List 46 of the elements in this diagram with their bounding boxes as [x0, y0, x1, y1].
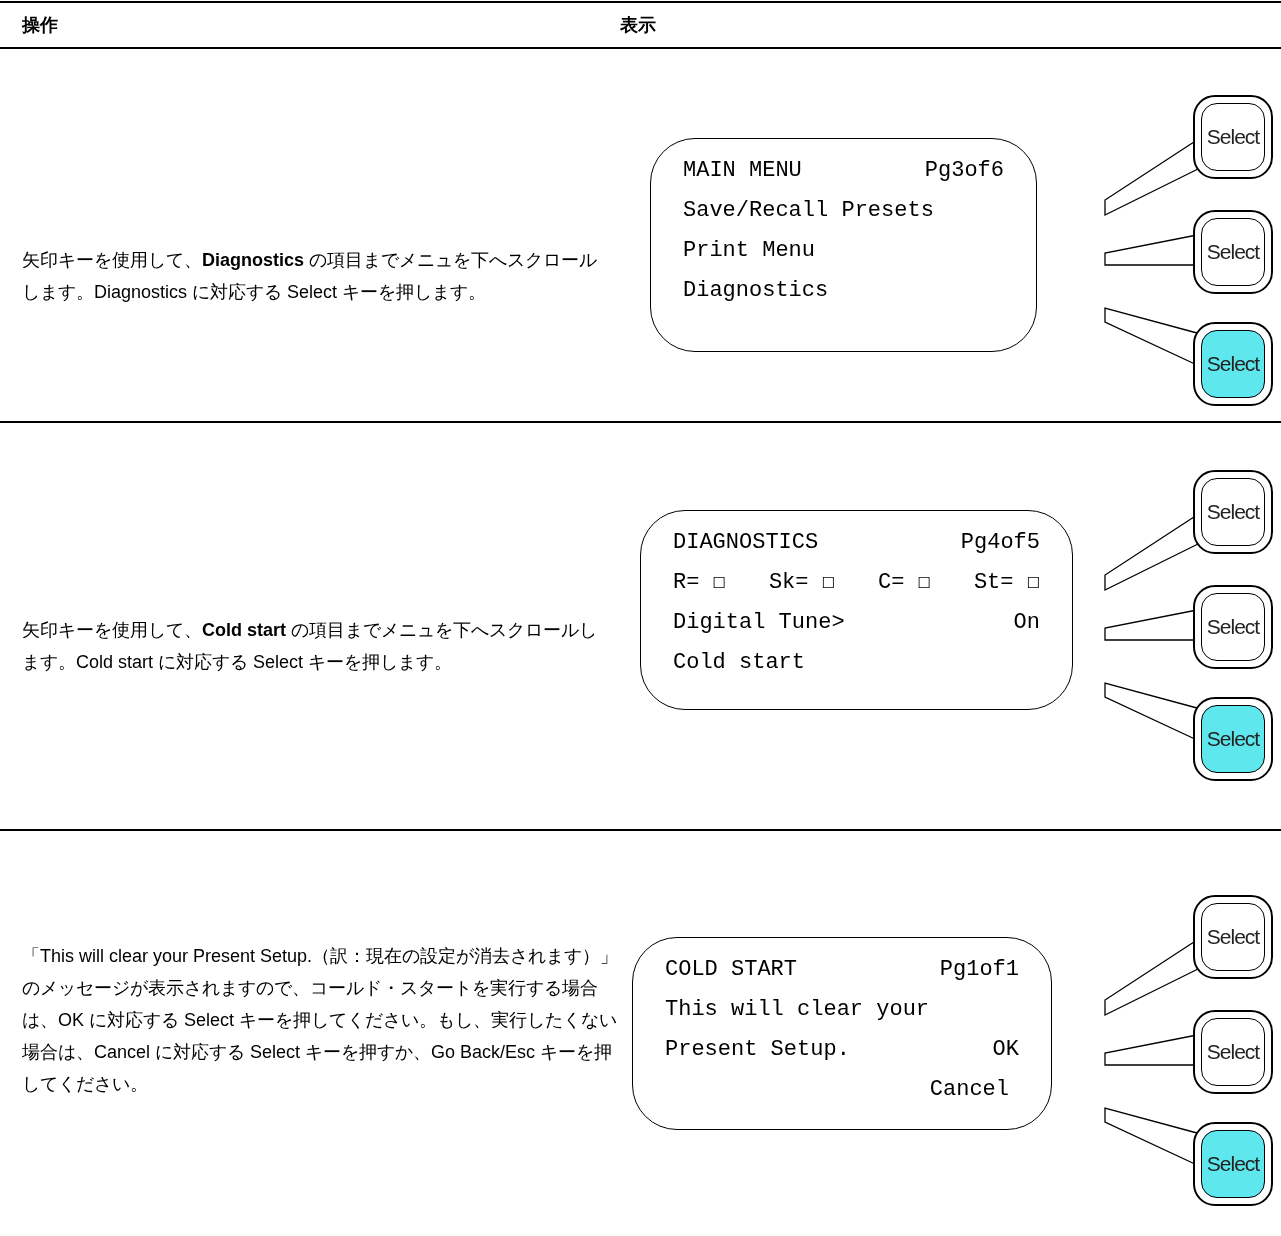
display-text: On	[1013, 609, 1040, 637]
display-text: DIAGNOSTICS	[673, 529, 819, 557]
key-label: Select	[1206, 1151, 1260, 1178]
display-text: OK	[992, 1036, 1019, 1064]
select-key	[1193, 322, 1273, 406]
display-text: Digital Tune>	[673, 609, 845, 637]
lcd-display	[650, 138, 1037, 352]
display-text: COLD START	[665, 956, 798, 984]
display-text: Sk= ☐	[768, 569, 835, 597]
key-label: Select	[1206, 924, 1260, 951]
key-label: Select	[1206, 124, 1260, 151]
display-text: Pg4of5	[960, 529, 1040, 557]
instruction-text: 矢印キーを使用して、Cold start の項目までメニュを下へスクロールします。Cold start に対応する Select キーを押します。	[22, 619, 599, 674]
select-key	[1193, 1010, 1273, 1094]
select-key	[1193, 470, 1273, 554]
select-key	[1193, 1122, 1273, 1206]
display-text: Present Setup.	[665, 1036, 850, 1064]
instruction-text: 矢印キーを使用して、Diagnostics の項目までメニュを下へスクロールします。Diagnostics に対応する Select キーを押します。	[22, 249, 599, 304]
key-label: Select	[1206, 726, 1260, 753]
select-key	[1193, 585, 1273, 669]
key-label: Select	[1206, 499, 1260, 526]
display-text: C= ☐	[878, 569, 931, 597]
display-text: St= ☐	[973, 569, 1040, 597]
select-key	[1193, 697, 1273, 781]
display-text: MAIN MENU	[683, 157, 802, 185]
key-label: Select	[1206, 614, 1260, 641]
column-header: 表示	[620, 14, 656, 37]
key-label: Select	[1206, 351, 1260, 378]
display-text: Print Menu	[683, 237, 816, 265]
display-text: Pg3of6	[924, 157, 1004, 185]
display-text: Save/Recall Presets	[683, 197, 934, 225]
display-text: R= ☐	[673, 569, 726, 597]
instruction-text: 「This will clear your Present Setup.（訳：現在の設定が消去されます）」のメッセージが表示されますので、コールド・スタートを実行する場合は、OK に対応する Select キーを押してください。もし、実行したくない場合は、Cancel に対応する Select キーを押すか、Go Back/Esc キーを押してください。	[22, 945, 620, 1096]
select-key	[1193, 95, 1273, 179]
display-text: Cancel	[929, 1076, 1009, 1104]
select-key	[1193, 210, 1273, 294]
display-text: Diagnostics	[683, 277, 829, 305]
display-text: Cold start	[673, 649, 806, 677]
select-key	[1193, 895, 1273, 979]
lcd-display	[632, 937, 1052, 1130]
key-label: Select	[1206, 239, 1260, 266]
lcd-display	[640, 510, 1073, 710]
key-label: Select	[1206, 1039, 1260, 1066]
display-text: Pg1of1	[939, 956, 1019, 984]
column-header: 操作	[22, 14, 58, 37]
display-text: This will clear your	[665, 996, 930, 1024]
